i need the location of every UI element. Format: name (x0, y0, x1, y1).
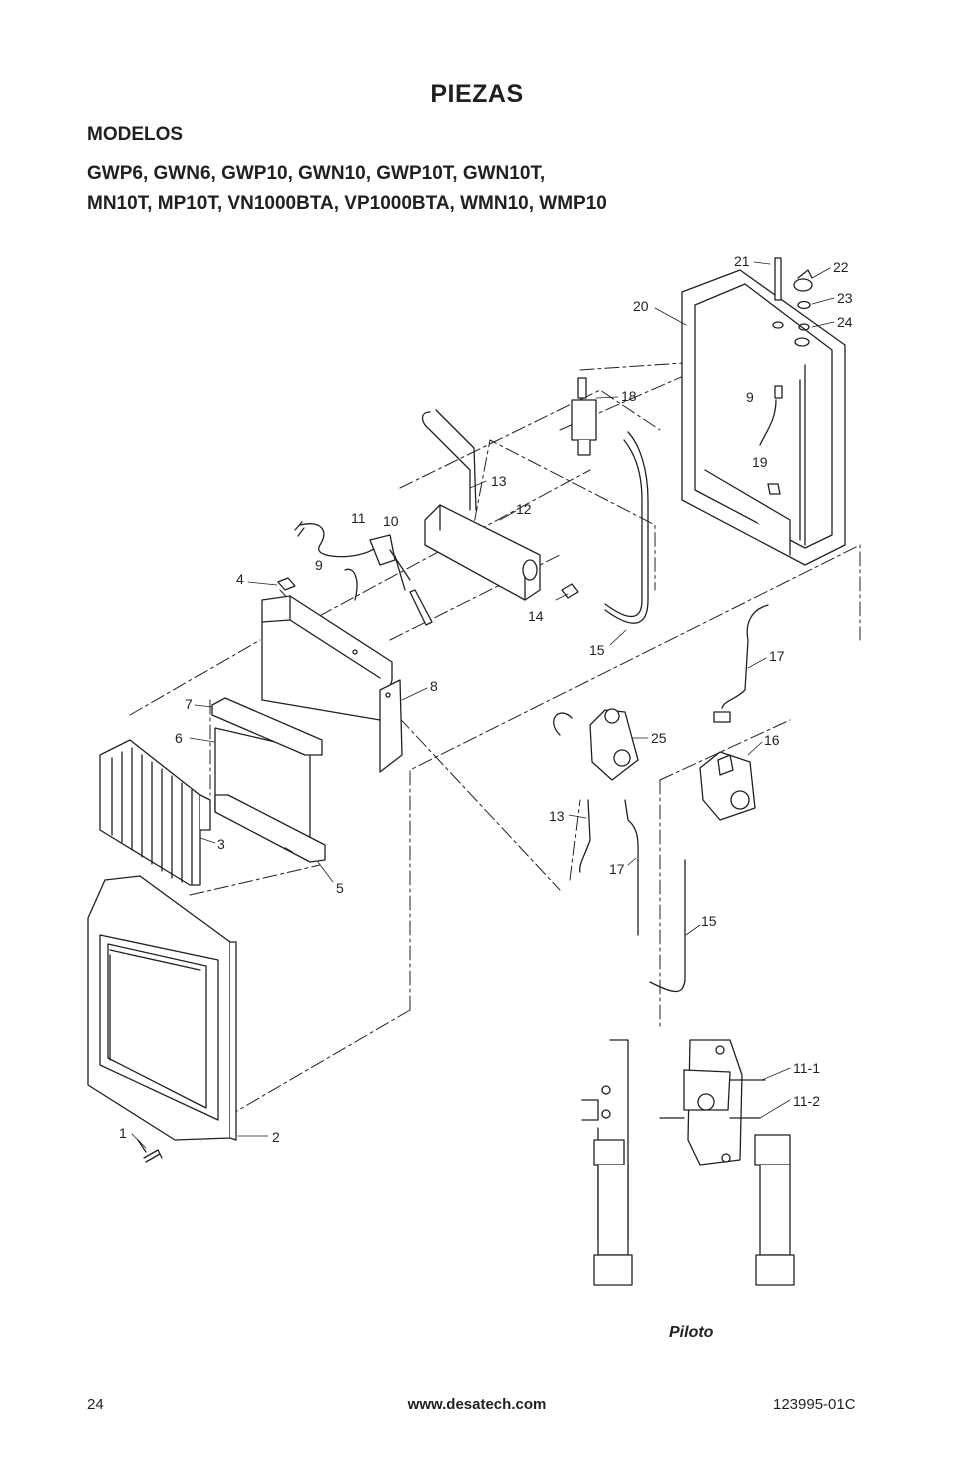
callout-8: 8 (430, 678, 438, 694)
callout-13-lower: 13 (549, 808, 565, 824)
document-number: 123995-01C (773, 1396, 856, 1413)
part-19-nut (767, 483, 781, 495)
callout-6: 6 (175, 730, 183, 746)
page-number: 24 (87, 1396, 104, 1413)
part-13-tube-lower (579, 799, 591, 873)
callout-17-lower: 17 (609, 861, 625, 877)
callout-18: 18 (621, 388, 637, 404)
pilot-detail-inset (581, 1039, 795, 1286)
part-21-thermocouple (772, 257, 784, 329)
page-title: PIEZAS (430, 80, 524, 108)
part-7-top-bracket (211, 697, 323, 756)
callout-24: 24 (837, 314, 853, 330)
callout-13-upper: 13 (491, 473, 507, 489)
part-22-knob (793, 269, 813, 292)
callout-14: 14 (528, 608, 544, 624)
inset-caption: Piloto (669, 1324, 714, 1341)
callout-25: 25 (651, 730, 667, 746)
callout-15-upper: 15 (589, 642, 605, 658)
part-15-tube-lower (649, 859, 686, 993)
callout-1: 1 (119, 1125, 127, 1141)
part-9-tube-back (759, 385, 783, 446)
part-5-bottom-bracket (214, 794, 326, 863)
callout-5: 5 (336, 880, 344, 896)
part-17-tube (713, 604, 769, 723)
models-list-line-1: GWP6, GWN6, GWP10, GWN10, GWP10T, GWN10T… (87, 163, 546, 184)
models-list-line-2: MN10T, MP10T, VN1000BTA, VP1000BTA, WMN1… (87, 193, 607, 214)
part-3-grill (99, 739, 211, 886)
callout-4: 4 (236, 571, 244, 587)
callout-10: 10 (383, 513, 399, 529)
callout-labels: 21 22 23 24 20 18 9 19 13 12 11 10 9 4 1… (119, 253, 853, 1145)
part-15-gas-tube (604, 431, 649, 624)
callout-11-2: 11-2 (793, 1093, 820, 1109)
part-20-back-panel (681, 269, 846, 566)
callout-17-upper: 17 (769, 648, 785, 664)
part-16-regulator (699, 751, 756, 821)
callout-9-back: 9 (746, 389, 754, 405)
callout-20: 20 (633, 298, 649, 314)
part-2-front-casing (87, 875, 237, 1141)
part-12-burner (424, 504, 541, 601)
callout-7: 7 (185, 696, 193, 712)
part-1-screw (137, 1139, 163, 1163)
callout-leader-lines (131, 261, 835, 1149)
part-23-24-washers (794, 300, 811, 347)
callout-11: 11 (351, 510, 366, 526)
part-9-10-11-pilot-assembly (294, 521, 433, 626)
callout-19: 19 (752, 454, 768, 470)
part-8-support-bracket (261, 595, 403, 773)
callout-12: 12 (516, 501, 532, 517)
callout-15-lower: 15 (701, 913, 717, 929)
callout-9-front: 9 (315, 557, 323, 573)
callout-3: 3 (217, 836, 225, 852)
models-heading: MODELOS (87, 124, 184, 145)
part-18-ods-pilot (571, 377, 597, 456)
website-link[interactable]: www.desatech.com (407, 1396, 547, 1413)
callout-2: 2 (272, 1129, 280, 1145)
part-17-tube-lower (624, 799, 639, 936)
part-4-clip (277, 577, 296, 591)
callout-23: 23 (837, 290, 853, 306)
callout-21: 21 (734, 253, 750, 269)
callout-11-1: 11-1 (793, 1060, 820, 1076)
callout-16: 16 (764, 732, 780, 748)
part-25-gas-valve (553, 708, 639, 781)
part-13-pilot-tube-upper (421, 409, 477, 511)
callout-22: 22 (833, 259, 849, 275)
